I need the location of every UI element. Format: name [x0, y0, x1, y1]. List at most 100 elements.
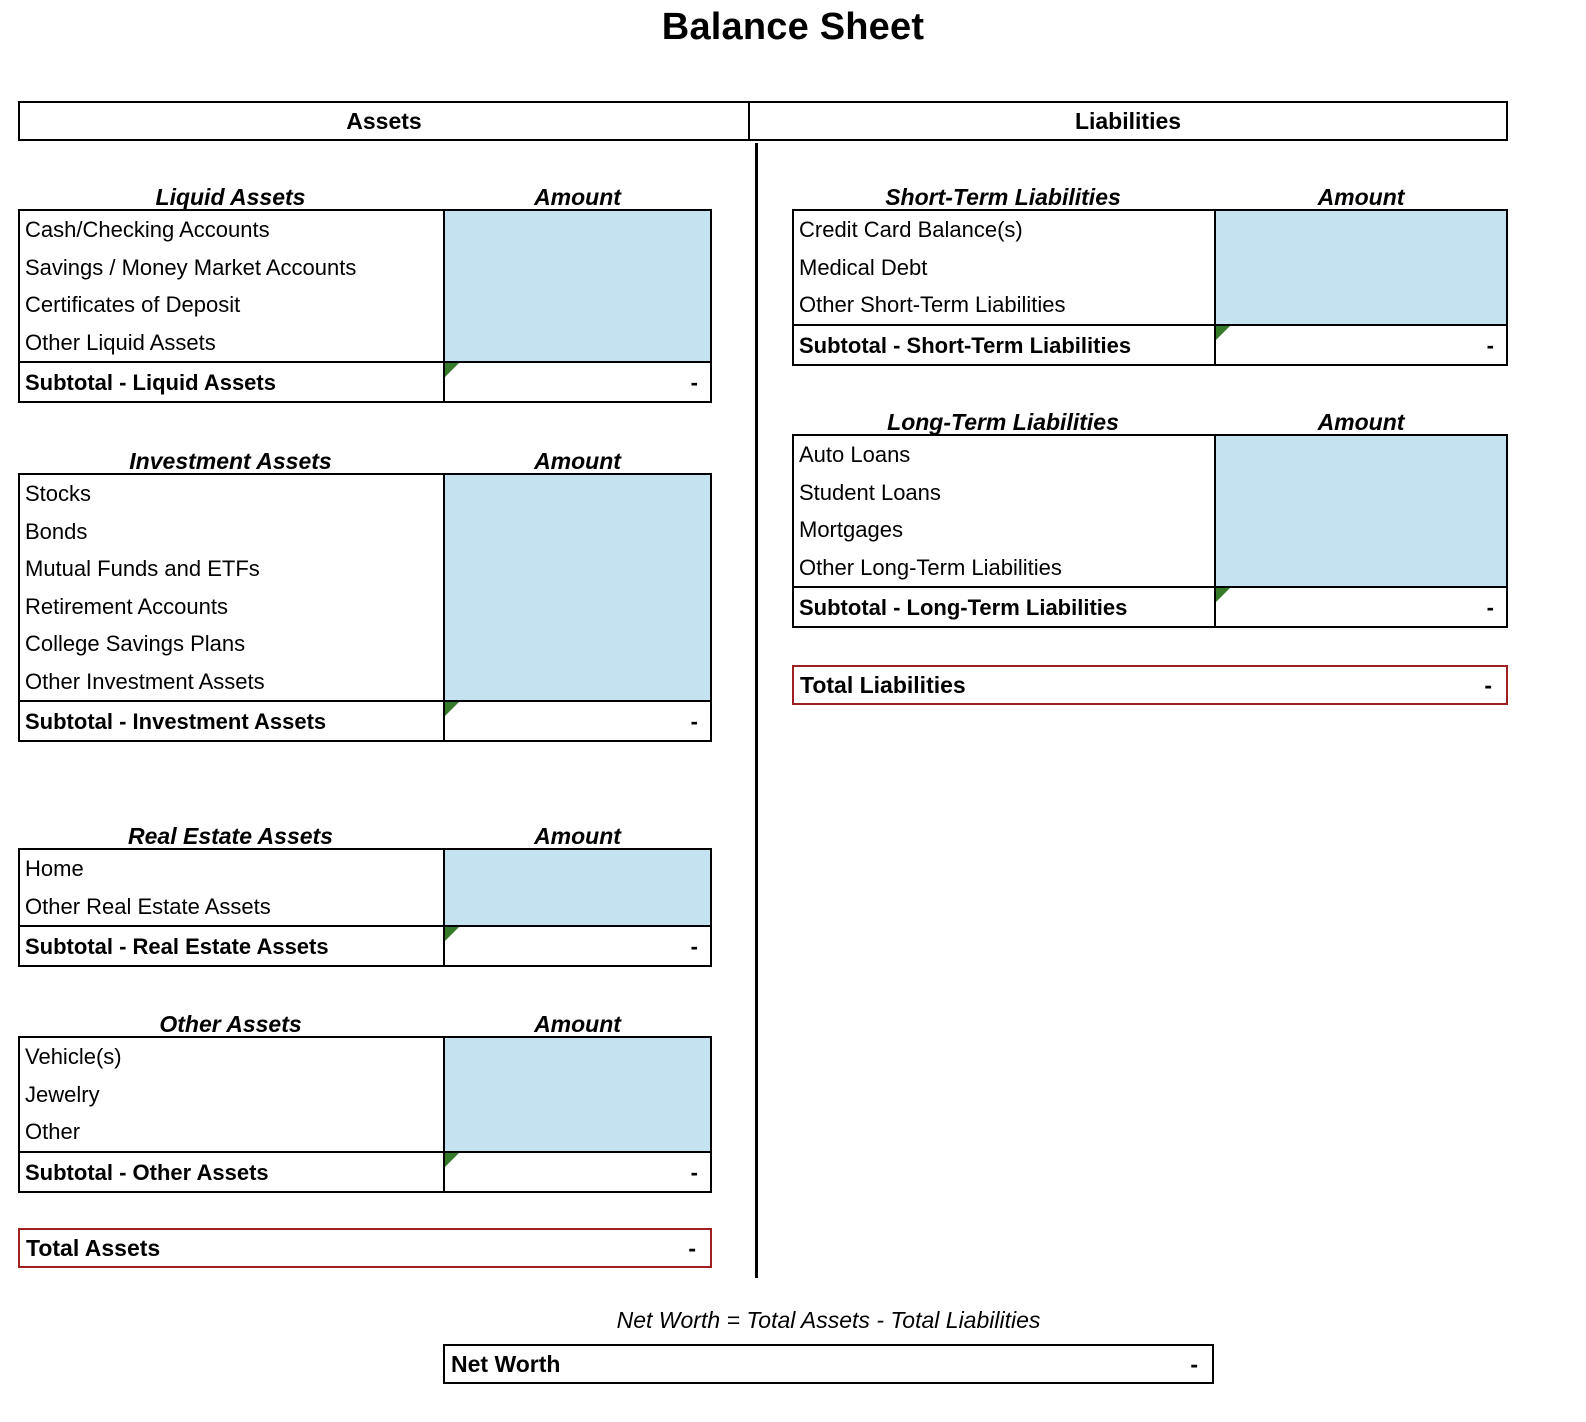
- line-item-label: Medical Debt: [799, 254, 928, 280]
- line-item-amount-input[interactable]: [1214, 548, 1506, 586]
- subtotal-label: Subtotal - Short-Term Liabilities: [799, 332, 1132, 358]
- line-item-label: Home: [25, 856, 84, 881]
- table-row: Mortgages: [794, 511, 1506, 549]
- subtotal-row: Subtotal - Short-Term Liabilities -: [794, 323, 1506, 364]
- net-worth-label: Net Worth: [451, 1350, 561, 1377]
- table-row: Other Long-Term Liabilities: [794, 548, 1506, 586]
- line-item-label: Other: [25, 1119, 81, 1144]
- line-item-label: Other Liquid Assets: [25, 329, 216, 355]
- total-assets-row: Total Assets -: [18, 1228, 712, 1268]
- formula-marker-icon: [445, 363, 459, 377]
- section-heading: Liquid Assets: [155, 184, 306, 210]
- column-header-band: Assets Liabilities: [18, 101, 1508, 141]
- table-row: Medical Debt: [794, 248, 1506, 286]
- subtotal-row: Subtotal - Long-Term Liabilities-: [794, 586, 1506, 626]
- subtotal-value: -: [443, 702, 710, 740]
- line-item-amount-input[interactable]: [443, 475, 710, 513]
- table-row: College Savings Plans: [20, 625, 710, 663]
- line-item-label: Retirement Accounts: [25, 593, 228, 619]
- total-assets-value: -: [688, 1234, 696, 1261]
- line-item-label: College Savings Plans: [25, 631, 246, 656]
- section-heading: Long-Term Liabilities: [887, 409, 1119, 435]
- line-item-amount-input[interactable]: [443, 323, 710, 361]
- line-item-amount-input[interactable]: [443, 662, 710, 700]
- line-item-label: Auto Loans: [799, 442, 911, 467]
- formula-marker-icon: [1216, 325, 1230, 340]
- table-row: Stocks: [20, 475, 710, 513]
- line-item-amount-input[interactable]: [443, 887, 710, 925]
- table-row: Student Loans: [794, 473, 1506, 511]
- line-item-amount-input[interactable]: [443, 850, 710, 888]
- amount-column-heading: Amount: [534, 1011, 621, 1037]
- line-item-label: Vehicle(s): [25, 1044, 122, 1069]
- section-heading: Real Estate Assets: [128, 823, 333, 849]
- formula-marker-icon: [445, 927, 459, 941]
- line-item-label: Other Real Estate Assets: [25, 893, 271, 919]
- line-item-amount-input[interactable]: [443, 625, 710, 663]
- subtotal-value: -: [1214, 325, 1506, 364]
- total-assets-label: Total Assets: [26, 1234, 161, 1261]
- subtotal-row: Subtotal - Other Assets-: [20, 1150, 710, 1191]
- section-heading-row: Other Assets Amount: [18, 1004, 712, 1036]
- line-item-label: Other Investment Assets: [25, 668, 265, 694]
- line-item-amount-input[interactable]: [443, 248, 710, 286]
- assets-column-header: Assets: [20, 103, 750, 139]
- line-item-amount-input[interactable]: [1214, 473, 1506, 511]
- section-heading: Investment Assets: [129, 448, 332, 474]
- line-item-amount-input[interactable]: [1214, 436, 1506, 474]
- column-divider: [755, 143, 758, 1278]
- table-row: Other: [20, 1113, 710, 1151]
- line-item-label: Other Long-Term Liabilities: [799, 554, 1062, 580]
- line-item-label: Savings / Money Market Accounts: [25, 254, 357, 280]
- line-item-amount-input[interactable]: [443, 211, 710, 249]
- line-item-amount-input[interactable]: [443, 550, 710, 588]
- subtotal-label: Subtotal - Liquid Assets: [25, 370, 276, 395]
- section-heading: Other Assets: [159, 1011, 302, 1037]
- line-item-amount-input[interactable]: [443, 512, 710, 550]
- line-item-amount-input[interactable]: [443, 1075, 710, 1113]
- amount-column-heading: Amount: [1317, 184, 1405, 210]
- line-item-amount-input[interactable]: [1214, 211, 1506, 249]
- table-row: Cash/Checking Accounts: [20, 211, 710, 249]
- formula-marker-icon: [445, 702, 459, 716]
- table-row: Other Investment Assets: [20, 662, 710, 700]
- line-item-amount-input[interactable]: [443, 286, 710, 324]
- line-item-label: Mutual Funds and ETFs: [25, 556, 260, 581]
- line-item-label: Stocks: [25, 481, 92, 506]
- table-row: Jewelry: [20, 1075, 710, 1113]
- amount-column-heading: Amount: [534, 448, 621, 474]
- formula-marker-icon: [1216, 588, 1230, 602]
- table-row: Other Short-Term Liabilities: [794, 286, 1506, 324]
- subtotal-row: Subtotal - Real Estate Assets-: [20, 925, 710, 965]
- subtotal-value: -: [1214, 588, 1506, 626]
- line-item-amount-input[interactable]: [1214, 286, 1506, 324]
- line-item-amount-input[interactable]: [443, 1038, 710, 1076]
- total-liabilities-row: Total Liabilities -: [792, 665, 1508, 705]
- amount-column-heading: Amount: [534, 823, 621, 849]
- liabilities-column-header: Liabilities: [1074, 107, 1182, 134]
- line-item-amount-input[interactable]: [443, 1113, 710, 1151]
- table-row: Vehicle(s): [20, 1038, 710, 1076]
- line-item-label: Student Loans: [799, 479, 941, 505]
- subtotal-row: Subtotal - Investment Assets -: [20, 700, 710, 740]
- line-item-amount-input[interactable]: [443, 587, 710, 625]
- line-item-amount-input[interactable]: [1214, 248, 1506, 286]
- line-item-amount-input[interactable]: [1214, 511, 1506, 549]
- total-liabilities-value: -: [1484, 671, 1492, 698]
- line-item-label: Cash/Checking Accounts: [25, 217, 270, 242]
- table-row: Other Real Estate Assets: [20, 887, 710, 925]
- subtotal-label: Subtotal - Investment Assets: [25, 709, 327, 734]
- table-row: Home: [20, 850, 710, 888]
- subtotal-value: -: [443, 363, 710, 401]
- table-row: Auto Loans: [794, 436, 1506, 474]
